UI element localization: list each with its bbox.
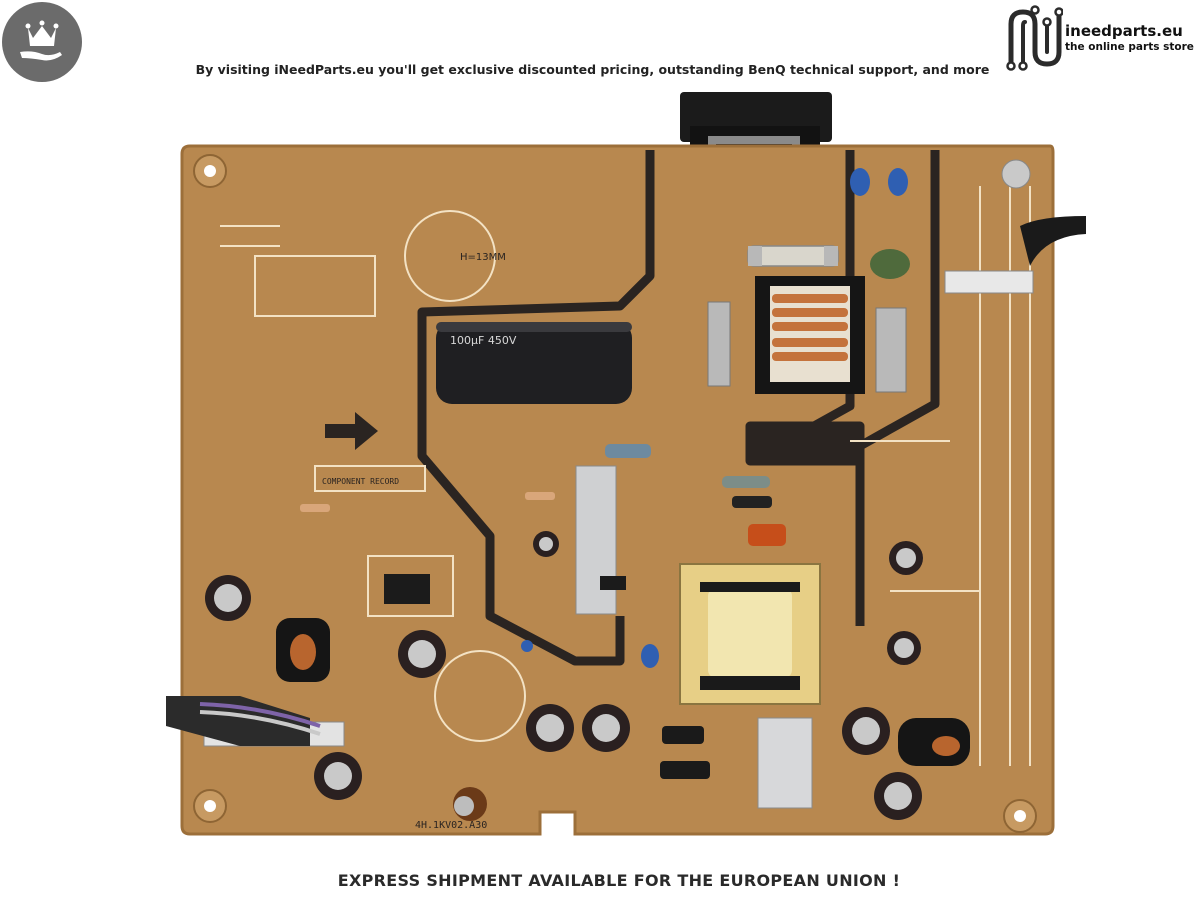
cable-connectors (166, 159, 1086, 747)
model-code: 4H.1KV02.A30 (415, 820, 487, 831)
height-mark: H=13MM (460, 252, 506, 263)
common-mode-choke (755, 276, 865, 394)
transformer (679, 563, 821, 705)
circuit-n-logo-icon (1006, 5, 1064, 71)
ic-chip (384, 574, 430, 604)
brand-name: ineedparts.eu (1065, 22, 1183, 40)
crown-hand-icon (20, 20, 62, 61)
crown-badge (2, 2, 82, 82)
promo-tagline: By visiting iNeedParts.eu you'll get exc… (195, 62, 990, 77)
capacitor-label: 100μF 450V (450, 334, 517, 347)
bulk-capacitor: 100μF 450V (436, 322, 632, 404)
electrolytic-capacitors (205, 531, 923, 821)
heatsink (575, 465, 617, 615)
brand-tagline: the online parts store (1065, 41, 1194, 53)
brand-logo[interactable]: ineedparts.eu the online parts store (1003, 2, 1198, 74)
heatsink-secondary (757, 717, 813, 809)
shipping-banner: EXPRESS SHIPMENT AVAILABLE FOR THE EUROP… (337, 871, 901, 890)
record-label: COMPONENT RECORD (322, 477, 399, 486)
mounting-holes (193, 154, 1037, 833)
fuse (747, 245, 839, 267)
product-photo: 100μF 450V (166, 92, 1086, 836)
